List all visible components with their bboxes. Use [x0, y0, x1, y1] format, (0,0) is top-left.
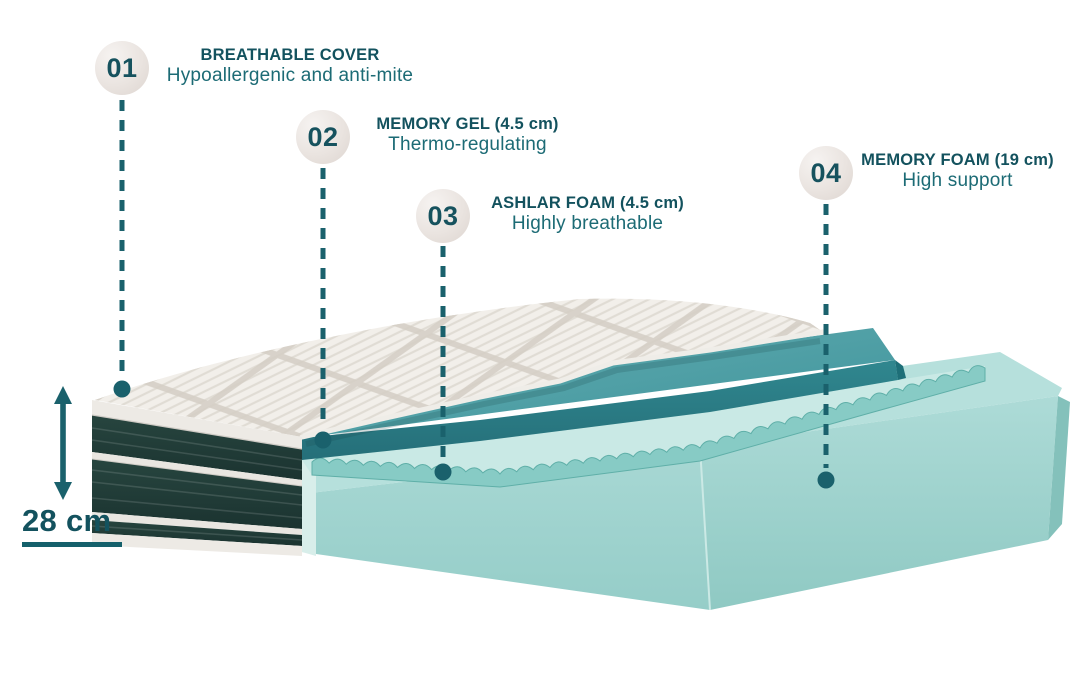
callout-03-subtitle: Highly breathable	[511, 213, 664, 235]
mattress-side-fabric	[91, 400, 303, 556]
connector-dot-01	[113, 380, 131, 398]
breathable-cover-layer	[95, 298, 826, 440]
callout-03-badge: 03	[416, 189, 470, 243]
height-dimension-label: 28 cm	[22, 503, 112, 538]
callout-02-badge: 02	[296, 110, 350, 164]
callout-04-title: MEMORY FOAM (19 cm)	[861, 151, 1054, 169]
height-arrow	[54, 386, 72, 500]
callout-02-subtitle: Thermo-regulating	[388, 134, 547, 156]
callout-03-title: ASHLAR FOAM (4.5 cm)	[491, 194, 684, 212]
callout-dots	[113, 380, 835, 489]
callout-01-title: BREATHABLE COVER	[200, 46, 380, 64]
connector-dot-03	[434, 463, 452, 481]
callout-01-number: 01	[106, 52, 138, 83]
callout-02-title: MEMORY GEL (4.5 cm)	[376, 115, 559, 133]
callout-04-number: 04	[810, 157, 842, 188]
callout-connectors	[119, 100, 829, 468]
callout-01-badge: 01	[95, 41, 149, 95]
callout-04-badge: 04	[799, 146, 853, 200]
cover-shadow	[305, 338, 821, 447]
callout-04-subtitle: High support	[902, 170, 1013, 192]
ashlar-foam-layer	[302, 365, 986, 488]
connector-dot-04	[817, 471, 835, 489]
callout-02-number: 02	[307, 121, 339, 152]
callout-01-subtitle: Hypoallergenic and anti-mite	[166, 65, 414, 87]
callout-03-number: 03	[427, 200, 459, 231]
memory-gel-layer	[302, 328, 906, 460]
height-dimension-underline	[22, 542, 122, 547]
connector-dot-02	[314, 431, 332, 449]
